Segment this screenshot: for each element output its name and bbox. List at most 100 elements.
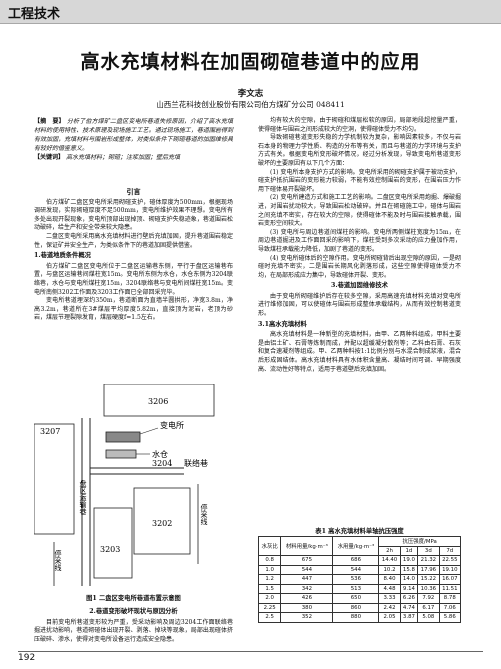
table-cell: 2.42 (378, 602, 401, 613)
abstract-label: 【摘 要】 (34, 118, 65, 125)
table-cell: 6.17 (417, 602, 440, 613)
table-cell: 11.51 (438, 583, 462, 594)
page-number: 192 (18, 653, 36, 663)
table-cell: 8.78 (438, 593, 462, 604)
top-banner: 工程技术 (0, 0, 501, 24)
table-cell: 544 (280, 564, 334, 575)
table-cell: 675 (280, 555, 334, 566)
table-cell: 352 (280, 612, 334, 623)
table-cell: 6.26 (399, 593, 419, 604)
table-cell: 342 (280, 583, 334, 594)
strength-table: 水灰比 材料用量/kg·m⁻³ 水用量/kg·m⁻³ 抗压强度/MPa 2h 1… (257, 536, 462, 623)
section-heading: 3.巷道加固维修技术 (331, 282, 388, 290)
table-cell: 380 (280, 602, 334, 613)
table-cell: 22.55 (438, 555, 462, 566)
paragraph: 二盘区变电所采用高水充填材料进行壁后充填加固，提升巷道围岩稳定性，保证矿井安全生… (34, 232, 233, 249)
left-column: 引言 伯方煤矿二盘区变电所采用砌碹支护，碹体厚度为500mm，根据现场调研发现，… (34, 186, 233, 323)
paragraph: (3) 变电所与周边巷道间煤柱的影响。变电所两侧煤柱宽度为15m，在周边巷道掘进… (258, 228, 461, 253)
abstract-block: 【摘 要】 分析了伯方煤矿二盘区变电所巷道失修原因，介绍了高水充填材料的使用特性… (34, 117, 233, 162)
paragraph: (1) 变电所本身支护方式的影响。变电所采用的砌碹支护属于被动支护，碹支护抵抗围… (258, 168, 461, 193)
table-cell: 9.14 (399, 583, 419, 594)
table-header-cell: 1d (399, 545, 419, 556)
table-cell: 15.8 (399, 564, 419, 575)
table-header-cell: 3d (417, 545, 440, 556)
table-cell: 544 (332, 564, 380, 575)
label-connection: 联络巷 (184, 458, 208, 468)
table-cell: 5.86 (438, 612, 462, 623)
paragraph: 伯方煤矿二盘区变电所采用砌碹支护，碹体厚度为500mm，根据现场调研发现，实际砌… (34, 198, 233, 232)
table-cell: 16.07 (438, 574, 462, 585)
table-cell: 1.2 (257, 574, 282, 585)
keywords-text: 高水充填材料；砌碹；注浆加固；壁后充填 (65, 154, 180, 161)
label-3204: 3204 (152, 459, 172, 468)
author: 李文志 (237, 89, 264, 99)
table-cell: 17.96 (417, 564, 440, 575)
layout-figure: 3206 3207 变电所 水仓 3204 联络巷 盘区运输巷 3202 320… (34, 384, 215, 586)
table-cell: 8.40 (378, 574, 401, 585)
abstract-text: 分析了伯方煤矿二盘区变电所巷道失修原因，介绍了高水充填材料的使用特性、技术原理及… (34, 118, 233, 152)
table-cell: 2.25 (257, 602, 282, 613)
table-cell: 2.0 (257, 593, 282, 604)
table-cell: 4.48 (378, 583, 401, 594)
table-group-header: 抗压强度/MPa (378, 536, 461, 547)
table-cell: 513 (332, 583, 380, 594)
table-cell: 7.92 (417, 593, 440, 604)
left-column-bottom: 2.巷道变形破坏现状与原因分析 目前变电所巷道变形较为严重，受采动影响及周边32… (34, 606, 233, 644)
affiliation: 山西兰花科技创业股份有限公司伯方煤矿分公司 048411 (156, 100, 345, 109)
label-stopline-2: 停采线 (54, 549, 62, 571)
label-3203: 3203 (100, 545, 120, 554)
article-title: 高水充填材料在加固砌碹巷道中的应用 (80, 51, 421, 73)
table-cell: 426 (280, 593, 334, 604)
table-cell: 0.8 (257, 555, 282, 566)
label-stopline-1: 停采线 (200, 503, 208, 525)
label-3202: 3202 (152, 519, 172, 528)
right-column: 均有较大的空隙，由于砌碹和煤层松软的原因，局部地段超挖量严重，使得碹体与围岩之间… (258, 117, 461, 374)
table-cell: 21.32 (417, 555, 440, 566)
table-cell: 3.33 (378, 593, 401, 604)
panel-3206 (103, 384, 215, 417)
paragraph: (2) 变电所建造方式和施工工艺的影响。二盘区变电所采用炮掘、爆破掘进，对围岩扰… (258, 194, 461, 228)
table-cell: 10.2 (378, 564, 401, 575)
label-3206: 3206 (148, 397, 168, 406)
table-cell: 7.06 (438, 602, 462, 613)
table-cell: 2.05 (378, 612, 401, 623)
label-3207: 3207 (40, 427, 60, 436)
table-cell: 1.0 (257, 564, 282, 575)
table-cell: 4.74 (399, 602, 419, 613)
intro-heading: 引言 (126, 187, 141, 196)
table-cell: 14.0 (399, 574, 419, 585)
leader-line (139, 427, 159, 435)
label-sump: 水仓 (152, 449, 168, 459)
label-substation: 变电所 (160, 420, 184, 430)
table-header-cell: 水用量/kg·m⁻³ (332, 536, 380, 556)
table-cell: 650 (332, 593, 380, 604)
table-cell: 880 (332, 612, 380, 623)
table-cell: 19.10 (438, 564, 462, 575)
label-haulage: 盘区运输巷 (79, 479, 87, 515)
subsection-heading: 3.1高水充填材料 (258, 320, 307, 328)
table-header-cell: 2h (378, 545, 401, 556)
substation-block (105, 431, 141, 443)
table-cell: 10.36 (417, 583, 440, 594)
paragraph: 导致砌碹巷道变形失稳的力学机制较为复杂，影响因素较多，不仅与岩石本身的物理力学性… (258, 134, 461, 167)
table-header-cell: 材料用量/kg·m⁻³ (280, 536, 334, 556)
table-cell: 860 (332, 602, 380, 613)
table-cell: 686 (332, 555, 380, 566)
table-cell: 19.0 (399, 555, 419, 566)
paragraph: 变电所巷道埋深约350m，巷道断面为直墙半圆拱形，净宽3.8m，净高3.2m，巷… (34, 297, 233, 322)
keywords-label: 【关键词】 (34, 154, 65, 161)
table-cell: 1.5 (257, 583, 282, 594)
table-cell: 3.87 (399, 612, 419, 623)
table-header-cell: 7d (438, 545, 462, 556)
table-cell: 536 (332, 574, 380, 585)
section-label: 工程技术 (8, 7, 61, 22)
paragraph: 目前变电所巷道变形较为严重，受采动影响及周边3204工作面联络巷掘进扰动影响，巷… (34, 618, 233, 643)
table-cell: 14.40 (378, 555, 401, 566)
